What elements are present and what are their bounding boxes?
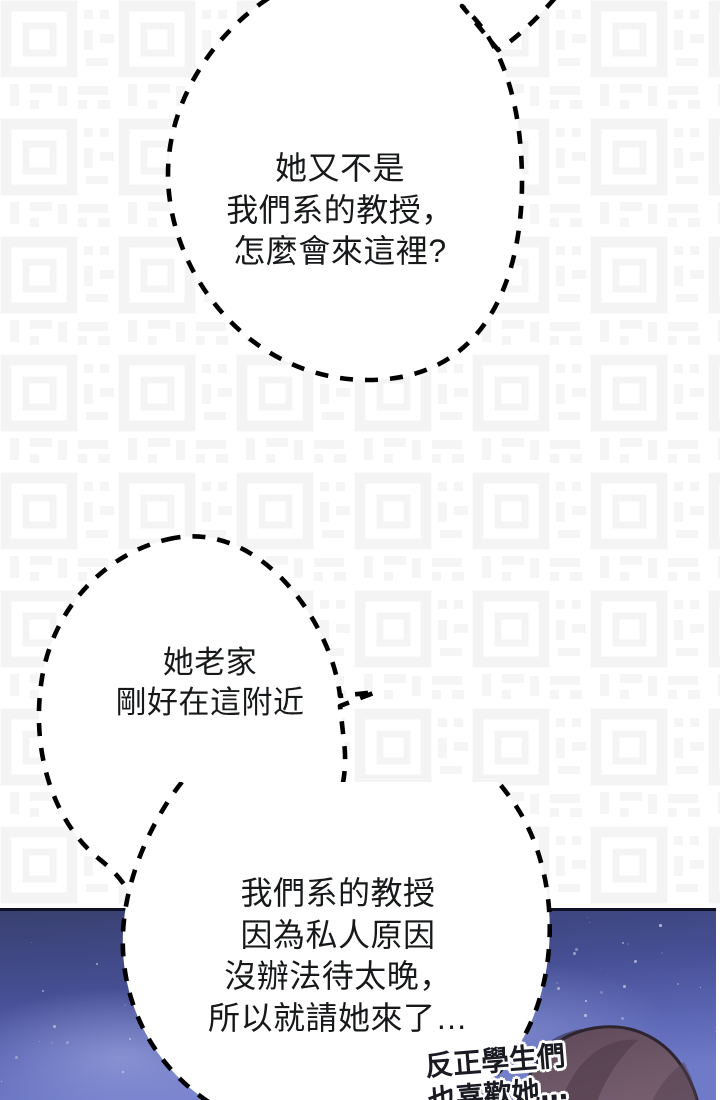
- star: [659, 924, 662, 927]
- star: [627, 943, 629, 945]
- star: [557, 987, 560, 990]
- star: [66, 1041, 69, 1044]
- star: [257, 1091, 259, 1093]
- star: [486, 1060, 489, 1063]
- star: [573, 952, 576, 955]
- star: [584, 1014, 587, 1017]
- speech-bubble-thought-middle: [36, 534, 379, 927]
- star: [634, 960, 637, 963]
- star: [536, 985, 538, 987]
- star: [328, 1076, 330, 1078]
- star: [623, 985, 626, 988]
- star: [647, 1053, 649, 1055]
- star: [516, 1053, 517, 1054]
- star: [442, 1088, 444, 1090]
- bubble-1-text: 她又不是 我們系的教授， 怎麼會來這裡?: [226, 150, 454, 270]
- star: [399, 1053, 401, 1055]
- bubble-3-text: 我們系的教授 因為私人原因 沒辦法待太晚， 所以就請她來了…: [207, 875, 468, 1036]
- star: [551, 1094, 553, 1096]
- star: [312, 1075, 315, 1078]
- star: [259, 1054, 261, 1056]
- panel-right-margin: [716, 908, 720, 1100]
- star: [518, 1064, 519, 1065]
- star: [661, 1083, 663, 1085]
- star: [587, 1054, 588, 1055]
- star: [700, 987, 701, 988]
- star: [233, 1070, 236, 1073]
- star: [575, 948, 578, 951]
- star: [611, 1064, 612, 1065]
- star: [129, 1038, 131, 1040]
- bubble-2-text: 她老家 剛好在這附近: [115, 645, 305, 721]
- star: [661, 952, 663, 954]
- star: [1, 1081, 2, 1082]
- star: [595, 1057, 598, 1060]
- star: [600, 991, 603, 994]
- star: [556, 982, 558, 984]
- star: [572, 1061, 574, 1063]
- star: [621, 1017, 624, 1020]
- star: [53, 1025, 56, 1028]
- star: [51, 1042, 53, 1044]
- star: [386, 1066, 389, 1069]
- star: [42, 990, 44, 992]
- star: [509, 1061, 511, 1063]
- star: [39, 1041, 40, 1042]
- star: [96, 963, 98, 965]
